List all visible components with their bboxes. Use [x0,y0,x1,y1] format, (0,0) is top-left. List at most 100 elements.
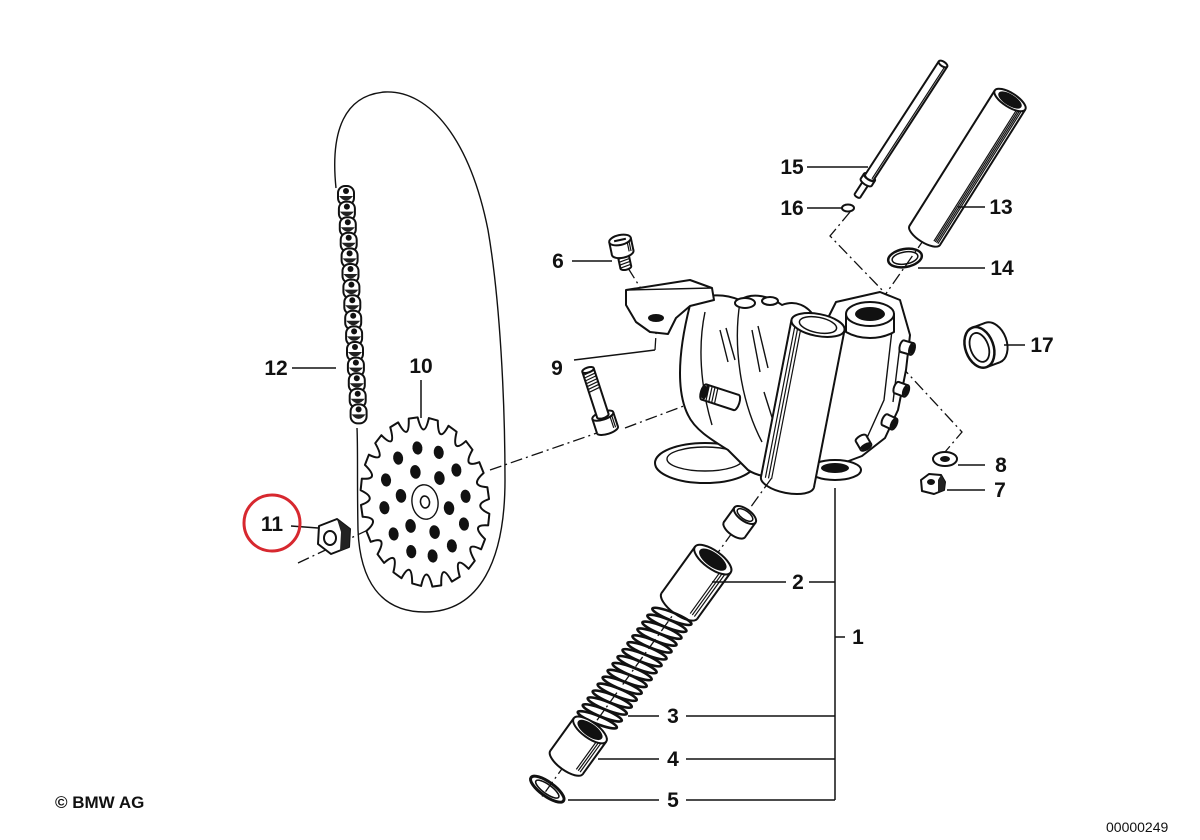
chain-pin [351,328,358,335]
sprocket-hole [388,527,399,541]
sprocket-hole [451,463,462,477]
relief-valve-bore [759,312,846,496]
part-nut-7 [920,473,946,495]
chain-pin [352,344,358,350]
nozzle-thread [713,387,719,404]
chain-pin [344,219,351,226]
sprocket-center-bore [420,495,431,508]
screw-6-thread [620,263,631,269]
relief-bore-edge [812,329,846,488]
sprocket-hole [429,525,440,539]
callout-15: 15 [780,156,804,179]
part-washer-8 [932,451,958,467]
highlight-circle [242,493,302,553]
copyright-text: © BMW AG [55,793,144,812]
fitting-bore [909,344,915,354]
body-contour [736,301,763,443]
callout-4: 4 [667,748,679,771]
bush-4-shading [579,743,602,773]
chain-link-shading [339,196,353,201]
nut-shaded-face [337,519,350,551]
callout-7: 7 [994,479,1006,502]
sprocket-hole [395,488,407,503]
assembly-line-sprocket-bolt [489,432,598,471]
pump-fitting [854,433,873,452]
pipe-15-shading [871,66,946,180]
sprocket-hole [379,501,390,515]
leader-line-9 [573,349,656,361]
bolt-9-head-shading [611,415,617,428]
chain-link-shading [347,336,362,341]
part-bush-17 [963,321,1009,369]
pipe-13-shading [936,110,1021,244]
sprocket-hole [406,544,417,559]
valve-cap-bore [736,507,754,523]
callout-17: 17 [1030,334,1053,357]
fitting-bore [890,419,898,429]
chain-pin [343,203,350,210]
callout-10: 10 [409,355,432,378]
callout-14: 14 [990,257,1014,280]
bolt-9-shank-edge [592,367,610,415]
sprocket-hole [434,471,445,485]
chain-pin [355,406,362,413]
circlip-5-inner [534,779,560,799]
bolt-9-thread [583,369,595,376]
nozzle-edge [706,383,740,396]
nozzle-edge [701,398,735,412]
chain-pin [347,266,354,272]
sprocket-hole [381,473,392,487]
circlip-5-outer [529,774,566,804]
callout-labels: 15 16 13 14 17 6 12 10 9 8 7 11 2 1 3 4 … [261,156,1054,812]
bolt-9-thread [584,372,596,379]
bolt-9-thread [585,375,597,382]
assembly-line-pipe-15 [829,211,885,293]
pipe-13-edge [908,89,996,227]
part-washer-16 [841,203,855,213]
pipe-15-body [865,61,948,180]
bush-front [963,325,996,369]
bush-4-edge [581,741,608,775]
callout-12: 12 [264,357,287,380]
chain-link-shading [348,367,363,373]
bolt-9-thread [588,386,601,393]
bolt-9-thread [586,380,599,388]
screw-6-thread [618,257,630,263]
o-ring-outer [886,247,924,269]
relief-valve-parts [529,478,772,804]
nozzle-thread [705,385,710,402]
screw-6-thread [619,260,631,266]
sprocket-hole [443,501,455,516]
chain-link-shading [341,242,356,248]
callout-8: 8 [995,454,1007,477]
chain-pin [353,375,360,382]
sprocket-hole [446,539,457,553]
chain-link-shading [343,274,358,279]
chain-link [349,403,368,425]
chain-pin [350,312,357,319]
pump-fitting [892,380,911,398]
pipe-13-body [909,90,1026,245]
chain-link-shading [351,414,366,419]
sprocket-hole [412,441,423,455]
bush-bore [968,332,991,363]
callout-11: 11 [261,513,284,536]
chain-loop-outline [334,91,506,613]
nut-bore [323,530,337,546]
nut-7-shaded-face [938,475,945,492]
valve-cap-edge [744,522,757,538]
bolt-9-shank-body [582,368,609,418]
chain-link-shading [350,398,365,404]
piston-2-edge [660,546,696,594]
o-ring-inner [891,250,919,266]
pump-foot-bore [821,463,849,473]
callout-16: 16 [780,197,803,220]
chain-pin [354,390,361,397]
pump-fitting [880,413,899,431]
pipe-15-face [937,59,949,69]
chain-link-shading [348,352,362,357]
pipe-13-edge [939,109,1027,246]
pipe-15-edge [872,66,949,181]
sprocket-hole [458,517,469,531]
